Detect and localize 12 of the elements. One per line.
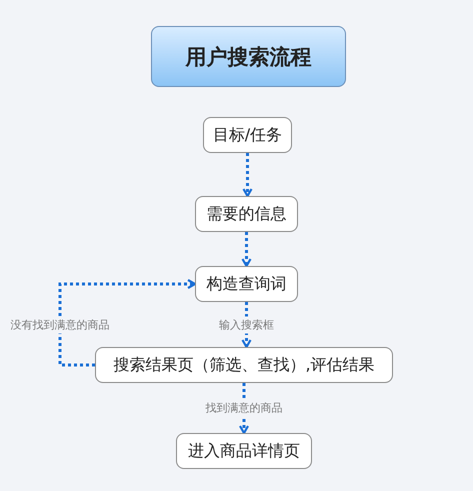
process-box: 构造查询词 <box>195 266 298 302</box>
edge-label: 输入搜索框 <box>218 316 275 333</box>
title-box: 用户搜索流程 <box>151 26 346 87</box>
process-box: 目标/任务 <box>203 117 292 153</box>
process-box: 搜索结果页（筛选、查找）,评估结果 <box>95 347 393 383</box>
process-box: 需要的信息 <box>195 196 298 232</box>
edge-label: 找到满意的商品 <box>204 400 284 416</box>
edge-label: 没有找到满意的商品 <box>10 316 110 333</box>
arrow <box>242 153 253 198</box>
process-box: 进入商品详情页 <box>176 433 312 469</box>
arrow <box>241 232 252 268</box>
arrow <box>58 278 196 366</box>
